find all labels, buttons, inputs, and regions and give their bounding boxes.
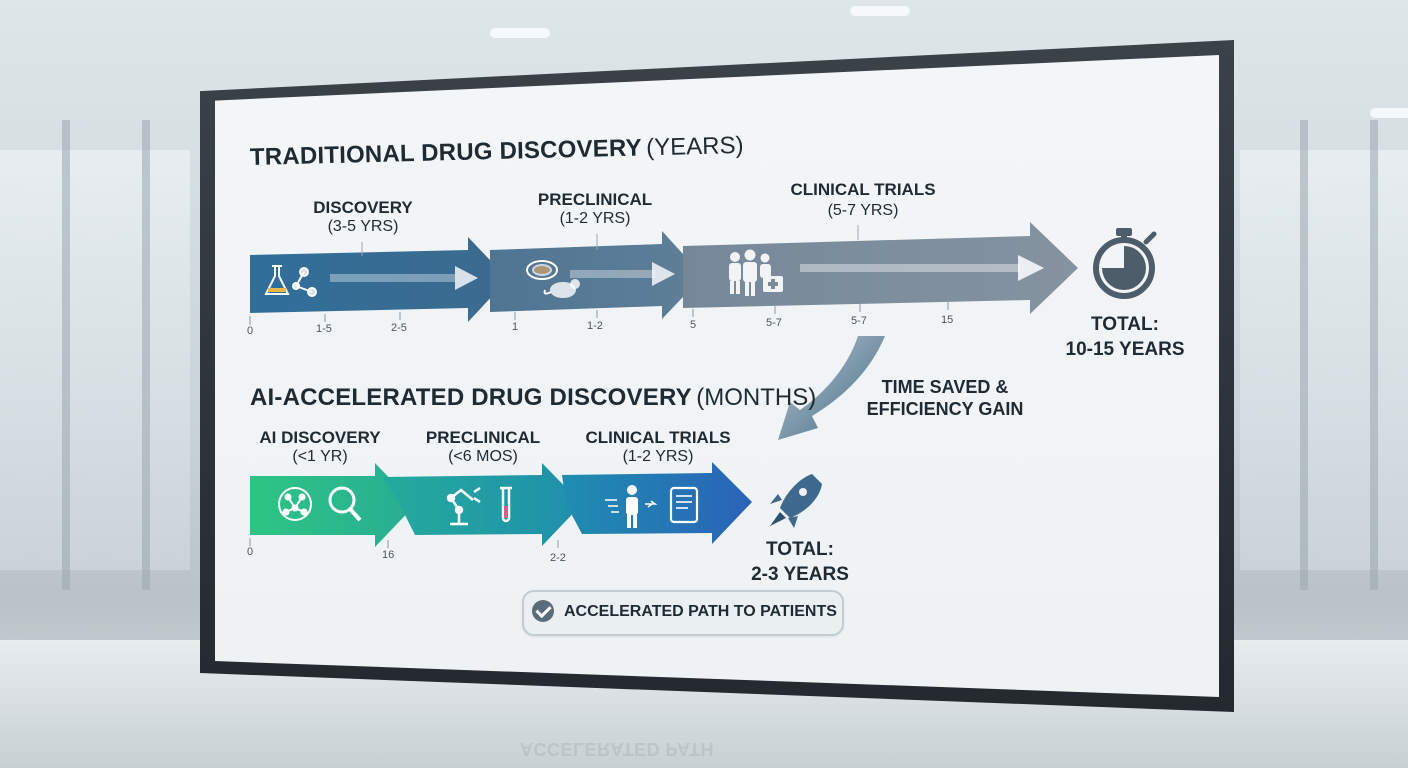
window-right <box>1240 150 1408 570</box>
axis-tick-label: 1-5 <box>316 323 332 335</box>
axis-tick-label: 0 <box>247 325 254 337</box>
traditional-total: TOTAL: 10-15 YEARS <box>1050 312 1200 362</box>
window-mullion <box>1370 120 1378 590</box>
traditional-arrow-clinical <box>683 222 1078 314</box>
neural-network-search-icon <box>278 486 362 522</box>
ai-arrow-preclinical <box>383 463 582 546</box>
time-saved-label: TIME SAVED & EFFICIENCY GAIN <box>865 376 1025 420</box>
traditional-stage-title: CLINICAL TRIALS <box>790 180 936 199</box>
traditional-stage-duration: (1-2 YRS) <box>559 210 631 227</box>
ai-title: AI-ACCELERATED DRUG DISCOVERY (MONTHS) <box>250 384 816 412</box>
ai-total-label: TOTAL: <box>766 539 834 560</box>
ai-title-text: AI-ACCELERATED DRUG DISCOVERY <box>250 384 692 411</box>
axis-tick-label: 1-2 <box>587 320 603 332</box>
patients-medkit-icon <box>729 249 783 296</box>
ai-stage-duration: (<1 YR) <box>292 448 348 465</box>
traditional-stage-title: PRECLINICAL <box>537 190 653 209</box>
axis-tick-label: 15 <box>941 314 954 326</box>
patient-tablet-icon <box>605 485 699 528</box>
traditional-arrow-preclinical <box>490 231 703 319</box>
ai-stage-title: CLINICAL TRIALS <box>585 428 731 447</box>
traditional-stage-duration: (5-7 YRS) <box>827 202 899 219</box>
traditional-stage-duration: (3-5 YRS) <box>327 218 399 235</box>
traditional-unit: (YEARS) <box>645 131 744 162</box>
ceiling-light <box>1370 108 1408 118</box>
check-circle-icon <box>532 600 554 622</box>
axis-tick-label: 2-2 <box>550 552 566 564</box>
ai-stage-title: PRECLINICAL <box>425 428 541 447</box>
ai-stage-duration: (1-2 YRS) <box>622 448 694 465</box>
accelerated-path-badge: ACCELERATED PATH TO PATIENTS <box>522 590 844 636</box>
axis-tick-label: 0 <box>247 546 254 558</box>
traditional-stage-title: DISCOVERY <box>313 198 413 217</box>
window-mullion <box>1300 120 1308 590</box>
window-mullion <box>142 120 150 590</box>
axis-tick-label: 2-5 <box>391 322 407 334</box>
axis-tick-label: 5 <box>690 319 697 331</box>
traditional-total-label: TOTAL: <box>1091 314 1159 335</box>
window-mullion <box>62 120 70 590</box>
ai-total: TOTAL: 2-3 YEARS <box>735 537 865 587</box>
window-left <box>0 150 190 570</box>
time-saved-arrow <box>778 336 885 440</box>
traditional-axis <box>249 302 949 325</box>
robot-arm-test-tube-icon <box>446 486 512 526</box>
axis-tick-label: 16 <box>382 549 395 561</box>
flask-molecule-icon <box>264 265 317 297</box>
petri-dish-mouse-icon <box>526 260 580 298</box>
axis-tick-label: 5-7 <box>851 315 867 327</box>
ai-total-value: 2-3 YEARS <box>751 564 849 585</box>
ai-axis <box>249 538 559 548</box>
ai-stage-duration: (<6 MOS) <box>448 448 518 465</box>
rocket-icon <box>770 474 822 528</box>
ai-arrow-clinical <box>562 462 752 544</box>
time-saved-line2: EFFICIENCY GAIN <box>866 399 1024 419</box>
ceiling-light <box>850 6 910 16</box>
traditional-arrow-discovery <box>250 237 508 322</box>
axis-tick-label: 5-7 <box>766 317 782 329</box>
ai-stage-title: AI DISCOVERY <box>259 428 381 447</box>
traditional-total-value: 10-15 YEARS <box>1065 339 1185 360</box>
ceiling-light <box>490 28 550 38</box>
axis-tick-label: 1 <box>512 321 519 333</box>
badge-text: ACCELERATED PATH TO PATIENTS <box>564 603 837 620</box>
ai-unit: (MONTHS) <box>696 384 817 411</box>
time-saved-line1: TIME SAVED & <box>881 377 1009 397</box>
stopwatch-icon <box>1093 228 1157 299</box>
